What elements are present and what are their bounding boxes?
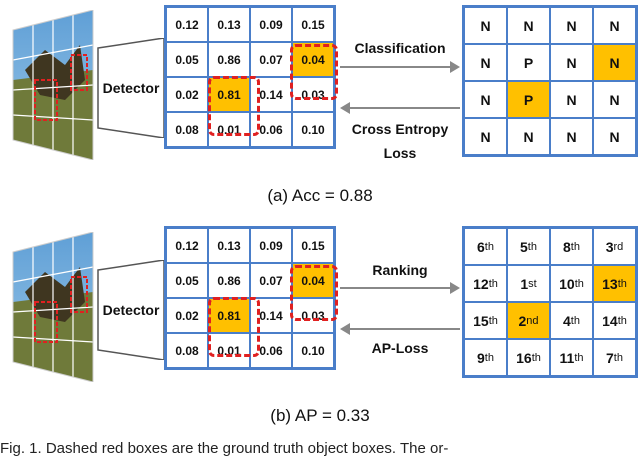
score-cell: 0.02	[166, 77, 208, 112]
score-cell: 0.86	[208, 263, 250, 298]
arrow-left-a	[340, 102, 460, 114]
score-cell: 0.08	[166, 333, 208, 368]
label-cell: N	[550, 81, 593, 118]
caption-b: (b) AP = 0.33	[270, 406, 370, 425]
score-cell: 0.09	[250, 7, 292, 42]
arrow-left-b	[340, 323, 460, 335]
loss-label: Loss	[383, 145, 417, 161]
label-cell: N	[550, 118, 593, 155]
label-cell: N	[550, 7, 593, 44]
score-cell: 0.13	[208, 228, 250, 263]
label-grid-a: N N N N N P N N N P N N N N N N	[462, 5, 638, 157]
label-cell: N	[464, 118, 507, 155]
label-cell: N	[593, 81, 636, 118]
score-cell-highlight: 0.81	[208, 77, 250, 112]
cross-entropy-label: Cross Entropy	[351, 121, 449, 137]
label-cell: N	[593, 7, 636, 44]
label-cell-highlight: N	[593, 44, 636, 81]
score-cell: 0.05	[166, 263, 208, 298]
detector-block-a	[97, 38, 165, 138]
gt-box-a-left	[208, 76, 260, 136]
score-cell: 0.06	[250, 112, 292, 147]
classification-label: Classification	[354, 40, 446, 56]
score-cell-highlight: 0.81	[208, 298, 250, 333]
score-cell: 0.07	[250, 263, 292, 298]
label-cell: N	[507, 118, 550, 155]
score-cell: 0.05	[166, 42, 208, 77]
label-cell: N	[507, 7, 550, 44]
score-cell: 0.12	[166, 7, 208, 42]
arrow-right-a	[340, 61, 460, 73]
score-cell: 0.10	[292, 112, 334, 147]
figure-caption: Fig. 1. Dashed red boxes are the ground …	[0, 440, 449, 457]
detector-label-b: Detector	[102, 302, 160, 318]
score-cell: 0.02	[166, 298, 208, 333]
score-cell: 0.07	[250, 42, 292, 77]
label-cell: N	[464, 81, 507, 118]
score-cell: 0.15	[292, 228, 334, 263]
score-cell: 0.10	[292, 333, 334, 368]
label-cell: N	[550, 44, 593, 81]
score-cell: 0.13	[208, 7, 250, 42]
input-image-b	[12, 232, 94, 382]
label-cell: P	[507, 44, 550, 81]
arrow-right-b	[340, 282, 460, 294]
gt-box-b-right	[290, 265, 338, 321]
ranking-label: Ranking	[372, 262, 428, 278]
label-cell: N	[464, 7, 507, 44]
score-cell: 0.86	[208, 42, 250, 77]
gt-box-b-left	[208, 297, 260, 357]
score-cell: 0.08	[166, 112, 208, 147]
score-cell: 0.09	[250, 228, 292, 263]
detector-block-b	[97, 260, 165, 360]
score-grid-a: 0.12 0.13 0.09 0.15 0.05 0.86 0.07 0.04 …	[164, 5, 336, 149]
score-cell: 0.15	[292, 7, 334, 42]
label-cell: N	[464, 44, 507, 81]
score-cell: 0.06	[250, 333, 292, 368]
detector-label-a: Detector	[102, 80, 160, 96]
input-image-a	[12, 10, 94, 160]
label-cell-highlight: P	[507, 81, 550, 118]
caption-a: (a) Acc = 0.88	[267, 186, 373, 205]
label-cell: N	[593, 118, 636, 155]
gt-box-a-right	[290, 44, 338, 100]
ap-loss-label: AP-Loss	[371, 340, 429, 356]
score-cell: 0.12	[166, 228, 208, 263]
